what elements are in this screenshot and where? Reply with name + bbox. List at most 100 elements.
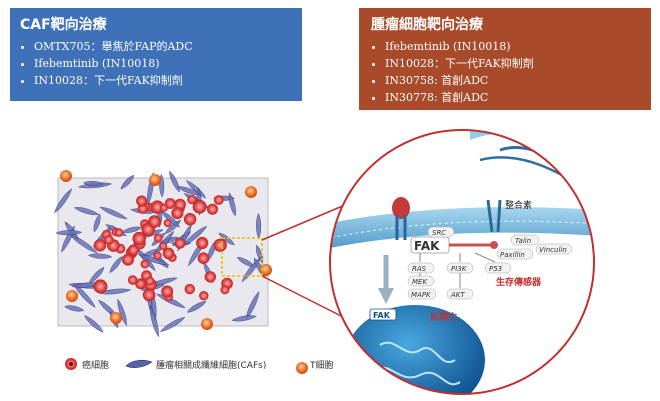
tumor-box-title: 腫瘤細胞靶向治療	[371, 17, 483, 33]
caf-fiber	[54, 188, 73, 214]
cancer-cell	[204, 271, 216, 283]
caf-fiber	[64, 305, 85, 312]
cancer-cell	[140, 259, 150, 269]
tumor-box-item: IN30758: 首創ADC	[385, 72, 639, 89]
receptor-antibody	[392, 197, 410, 240]
t-cell	[245, 186, 257, 198]
caf-fiber	[83, 180, 104, 187]
caf-fiber	[84, 315, 104, 333]
caf-fiber	[87, 253, 113, 259]
cancer-cell	[163, 219, 172, 228]
caf-fiber	[117, 298, 127, 326]
caf-fiber	[169, 170, 180, 193]
cancer-cell	[153, 251, 162, 260]
caf-box-item: Ifebemtinib (IN10018)	[34, 55, 292, 72]
molecule-p53: P53	[489, 265, 502, 273]
cancer-cell	[183, 213, 197, 226]
cancer-cell	[207, 203, 218, 215]
legend-caf-icon	[125, 359, 153, 368]
cancer-cell	[192, 199, 207, 214]
caf-fiber	[137, 254, 170, 266]
cancer-cell	[136, 195, 148, 207]
tumor-box-item: IN10028：下一代FAK抑制劑	[385, 55, 639, 72]
t-cells	[60, 170, 272, 330]
caf-fiber	[68, 233, 98, 254]
cancer-cell	[197, 252, 210, 264]
tumor-mass	[54, 170, 272, 338]
cancer-cell	[93, 279, 108, 294]
molecule-pi3k: PI3K	[451, 265, 468, 273]
cancer-cell-cluster	[93, 194, 233, 302]
survival-sensor-label: 生存傳感器	[496, 276, 542, 288]
molecule-mapk: MAPK	[411, 291, 432, 299]
cancer-cell	[171, 207, 184, 220]
molecule-ras: RAS	[412, 265, 427, 273]
legend-caf-label: 腫瘤相關成纖維細胞(CAFs)	[156, 361, 267, 371]
cancer-cell	[174, 237, 186, 249]
caf-box-title: CAF靶向治療	[20, 17, 107, 33]
cancer-cell	[161, 285, 174, 298]
caf-fiber	[186, 180, 207, 199]
tumor-box-list: Ifebemtinib (IN10018) IN10028：下一代FAK抑制劑 …	[371, 38, 639, 106]
caf-fiber	[176, 186, 202, 196]
cancer-cell	[127, 244, 139, 256]
cancer-cell	[127, 275, 138, 285]
cancer-cell	[199, 291, 209, 301]
caf-fiber	[72, 282, 96, 308]
molecule-src: SRC	[432, 229, 446, 237]
cancer-cell	[148, 215, 161, 228]
legend-t-cell-icon	[296, 362, 308, 374]
t-cell	[66, 290, 78, 302]
caf-fiber	[93, 213, 101, 233]
fak-label: FAK	[414, 239, 440, 253]
tumor-box-item: Ifebemtinib (IN10018)	[385, 38, 639, 55]
integrin-label: 整合素	[505, 199, 532, 211]
caf-fiber	[159, 316, 186, 333]
caf-fiber	[73, 207, 100, 216]
molecule-akt: AKT	[450, 291, 465, 299]
zoom-line-bottom	[261, 275, 346, 319]
t-cell	[149, 174, 161, 186]
cancer-cell	[150, 200, 165, 214]
cancer-cell	[142, 288, 156, 302]
zoom-circle-border	[329, 129, 595, 395]
caf-fiber	[120, 174, 135, 190]
cancer-cell	[213, 238, 227, 252]
cancer-cell	[132, 231, 146, 246]
cancer-cell	[103, 234, 114, 245]
molecule-tags: SRC Talin Vinculin Paxillin RAS MEK MAPK…	[407, 226, 573, 300]
caf-fiber	[149, 304, 159, 338]
cancer-cell	[159, 203, 168, 212]
molecule-talin: Talin	[515, 237, 531, 245]
t-cell	[260, 264, 272, 276]
zoomed-cell-view: 整合素 FAK SRC Talin Vinculin Paxillin RAS	[329, 129, 595, 395]
cancer-cell	[93, 239, 107, 252]
caf-fiber	[161, 211, 180, 228]
cancer-cell	[196, 236, 209, 250]
cancer-cell	[122, 253, 134, 266]
caf-box-item: OMTX705：舉焦於FAP的ADC	[34, 38, 292, 55]
cancer-cell	[187, 194, 197, 205]
cancer-cell	[145, 276, 155, 286]
cancer-cell	[114, 228, 124, 237]
anti-apoptosis-label: 抗凋亡	[430, 311, 457, 323]
nucleus-fak-label: FAK	[373, 311, 391, 320]
caf-fiber	[99, 206, 128, 220]
nucleus-fak-tag	[369, 308, 397, 321]
cancer-cell	[162, 247, 175, 260]
zoom-line-top	[261, 204, 346, 241]
pathway-arrows	[419, 252, 496, 288]
caf-fiber	[71, 282, 101, 288]
integrin-receptor	[486, 199, 502, 233]
tumor-box-item: IN30778: 首創ADC	[385, 89, 639, 106]
caf-fiber	[109, 256, 123, 273]
zoom-region-marker	[221, 237, 263, 277]
t-cell	[60, 170, 72, 182]
cancer-cell	[159, 242, 168, 251]
caf-fiber	[231, 315, 257, 322]
cancer-cell	[220, 285, 230, 295]
cancer-cell	[153, 233, 163, 243]
tumor-targeted-therapy-box: 腫瘤細胞靶向治療 Ifebemtinib (IN10018) IN10028：下…	[359, 8, 651, 110]
molecule-mek: MEK	[412, 278, 428, 286]
